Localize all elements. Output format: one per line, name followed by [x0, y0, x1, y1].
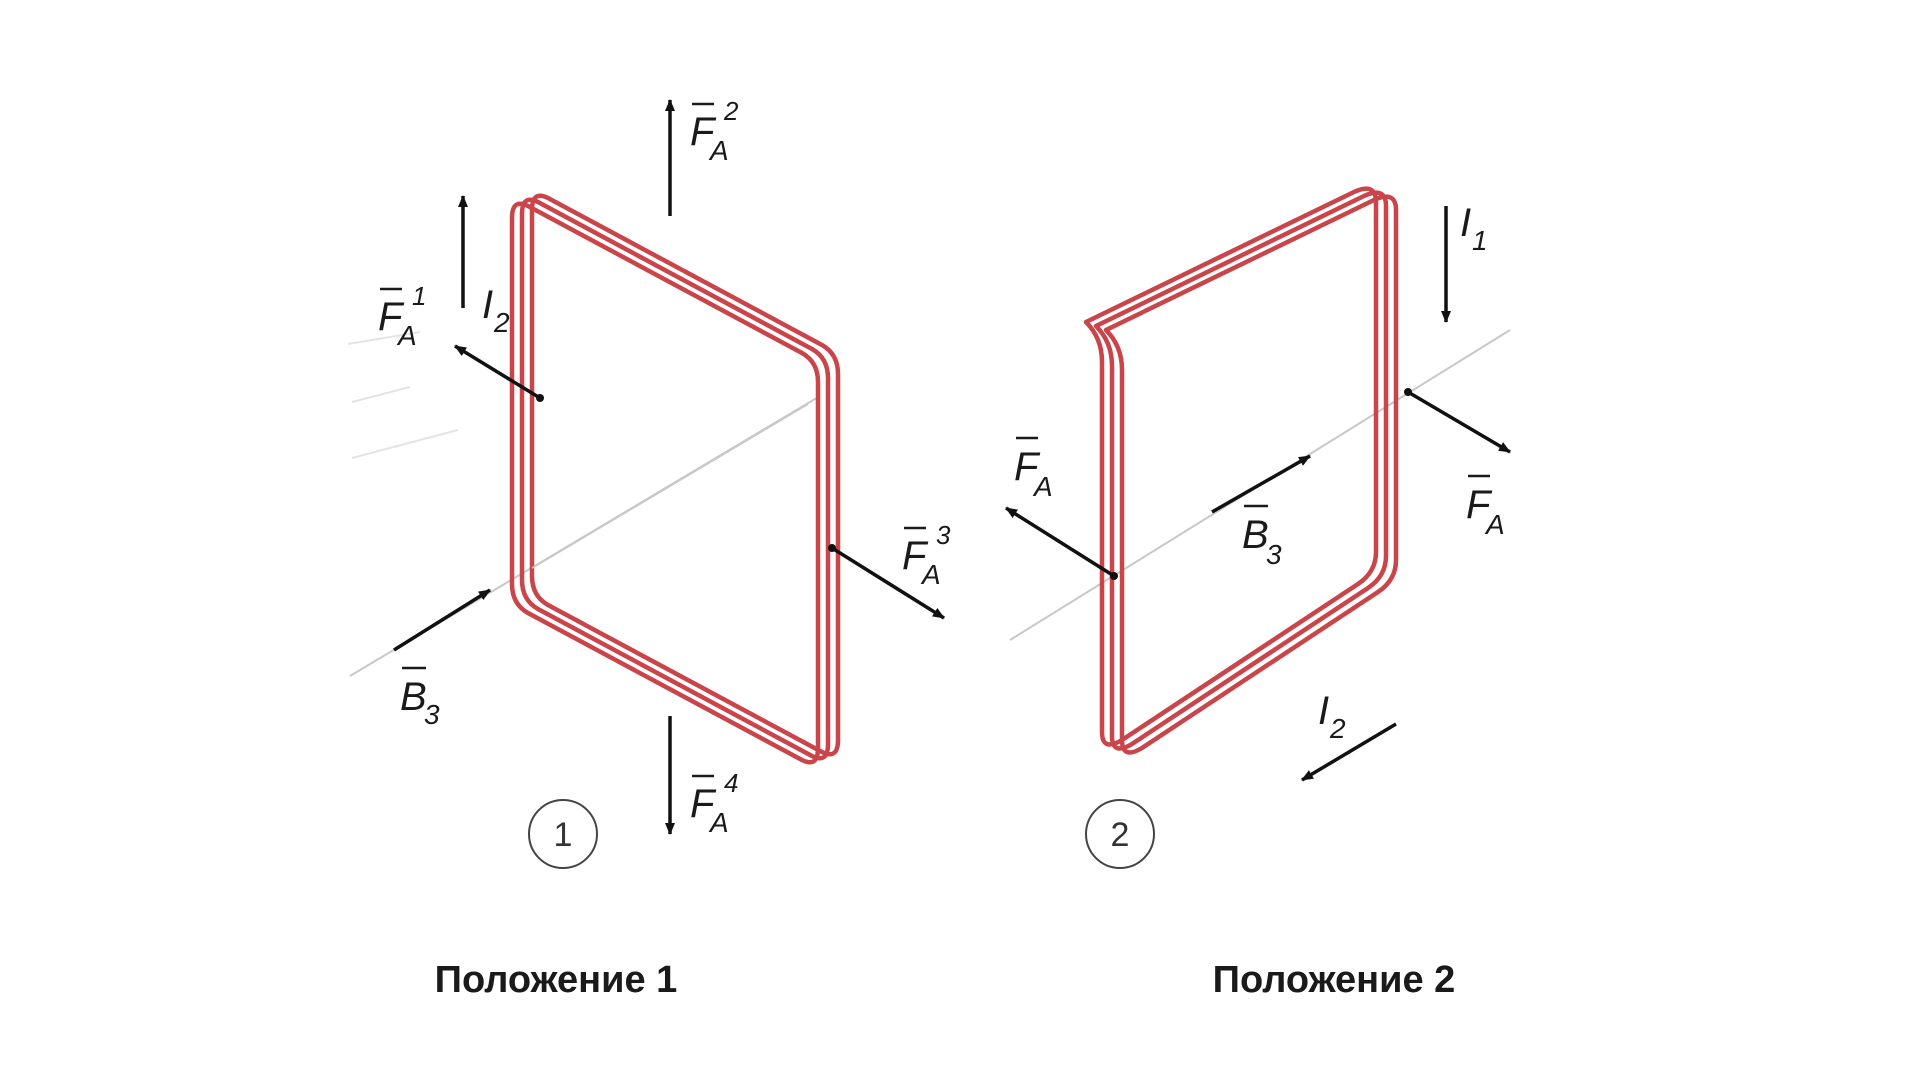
current-2-label: I 2 [1318, 689, 1346, 744]
svg-text:A: A [920, 559, 941, 590]
field-arrow [1211, 454, 1311, 514]
svg-text:4: 4 [724, 768, 738, 798]
current-2-arrow [1301, 722, 1397, 782]
svg-text:A: A [1484, 509, 1505, 540]
field-label: B 3 [400, 666, 440, 730]
background-line [351, 429, 459, 459]
svg-text:2: 2 [1111, 816, 1130, 854]
position-2-number: 2 [1085, 799, 1155, 869]
position-1-diagram: F A 1 I 2 F A 2 F A 3 F A 4 [347, 96, 951, 1001]
force-left-arrow [1005, 506, 1115, 578]
position-2-caption: Положение 2 [1213, 959, 1456, 1001]
svg-text:2: 2 [1329, 713, 1346, 744]
force-right-point [1404, 388, 1412, 396]
force-left-point [1110, 572, 1118, 580]
svg-text:A: A [1032, 471, 1053, 502]
force-left-label: F A [1014, 436, 1053, 502]
field-label: B 3 [1242, 504, 1282, 570]
svg-text:1: 1 [412, 281, 426, 311]
force-4-label: F A 4 [690, 768, 738, 838]
svg-text:F: F [378, 295, 405, 339]
force-3-arrow [831, 546, 945, 620]
svg-text:A: A [396, 320, 417, 351]
svg-text:2: 2 [723, 96, 739, 126]
current-label: I 2 [482, 283, 510, 338]
force-1-arrow [454, 344, 541, 400]
svg-text:1: 1 [1472, 225, 1488, 256]
position-2-diagram: F A F A B 3 I 1 I 2 2 По [1005, 186, 1511, 1001]
svg-text:F: F [1014, 445, 1041, 489]
svg-text:F: F [902, 534, 929, 578]
svg-text:I: I [1460, 201, 1471, 245]
force-right-label: F A [1466, 474, 1505, 540]
current-1-label: I 1 [1460, 201, 1488, 256]
svg-text:F: F [690, 782, 717, 826]
svg-text:3: 3 [936, 520, 951, 550]
svg-text:I: I [482, 283, 493, 327]
force-3-point [828, 544, 836, 552]
force-3-label: F A 3 [902, 520, 951, 590]
svg-text:3: 3 [424, 699, 440, 730]
svg-text:F: F [690, 110, 717, 154]
coil-position-1 [509, 193, 841, 765]
rotation-axis-inner [531, 403, 809, 569]
svg-text:I: I [1318, 689, 1329, 733]
svg-text:3: 3 [1266, 539, 1282, 570]
position-1-caption: Положение 1 [435, 959, 678, 1001]
svg-text:2: 2 [493, 307, 510, 338]
field-arrow [393, 588, 491, 652]
force-2-label: F A 2 [690, 96, 739, 166]
svg-text:B: B [1242, 513, 1269, 557]
svg-text:1: 1 [554, 816, 573, 854]
background-line [347, 331, 421, 345]
force-1-label: F A 1 [378, 281, 426, 351]
position-1-number: 1 [528, 799, 598, 869]
force-1-point [536, 394, 544, 402]
svg-text:A: A [708, 135, 729, 166]
svg-text:B: B [400, 675, 427, 719]
coil-position-2 [1083, 186, 1399, 755]
force-right-arrow [1407, 390, 1511, 454]
background-line [351, 386, 411, 403]
svg-text:A: A [708, 807, 729, 838]
svg-text:F: F [1466, 483, 1493, 527]
